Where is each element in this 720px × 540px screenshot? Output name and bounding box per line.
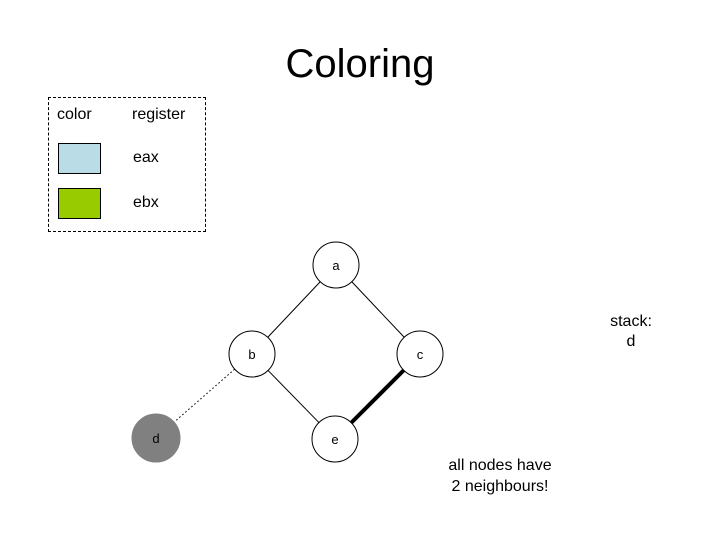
caption-line-1: all nodes have — [448, 457, 552, 474]
graph-node-label-d: d — [152, 431, 160, 446]
stack-item-0: d — [626, 333, 636, 350]
graph-node-layer — [131, 241, 444, 463]
graph-edge-b-d — [173, 368, 236, 423]
page-title: Coloring — [285, 42, 435, 86]
color-register-legend: color register eax ebx — [48, 97, 206, 232]
graph-node-e[interactable] — [311, 415, 359, 463]
legend-swatch-ebx — [58, 188, 101, 219]
legend-swatch-eax — [58, 143, 101, 174]
graph-node-label-e: e — [331, 432, 339, 447]
legend-header-register: register — [132, 106, 186, 123]
graph-node-a[interactable] — [312, 241, 360, 289]
graph-caption: all nodes have 2 neighbours! — [400, 455, 600, 497]
graph-edge-layer — [173, 281, 406, 425]
graph-node-label-b: b — [248, 347, 256, 362]
caption-line-2: 2 neighbours! — [451, 478, 549, 495]
stack-readout: stack: d — [566, 312, 696, 352]
legend-header-color: color — [57, 106, 92, 123]
graph-node-label-c: c — [416, 347, 424, 362]
graph-edge-c-e — [349, 368, 406, 425]
graph-node-b[interactable] — [228, 330, 276, 378]
legend-label-ebx: ebx — [133, 194, 159, 211]
stack-label: stack: — [610, 313, 652, 330]
graph-edge-a-c — [351, 281, 405, 338]
graph-node-c[interactable] — [396, 330, 444, 378]
graph-node-d[interactable] — [131, 413, 181, 463]
graph-edge-a-b — [267, 281, 321, 338]
graph-node-label-a: a — [332, 258, 340, 273]
graph-edge-b-e — [267, 370, 320, 423]
legend-label-eax: eax — [133, 149, 159, 166]
